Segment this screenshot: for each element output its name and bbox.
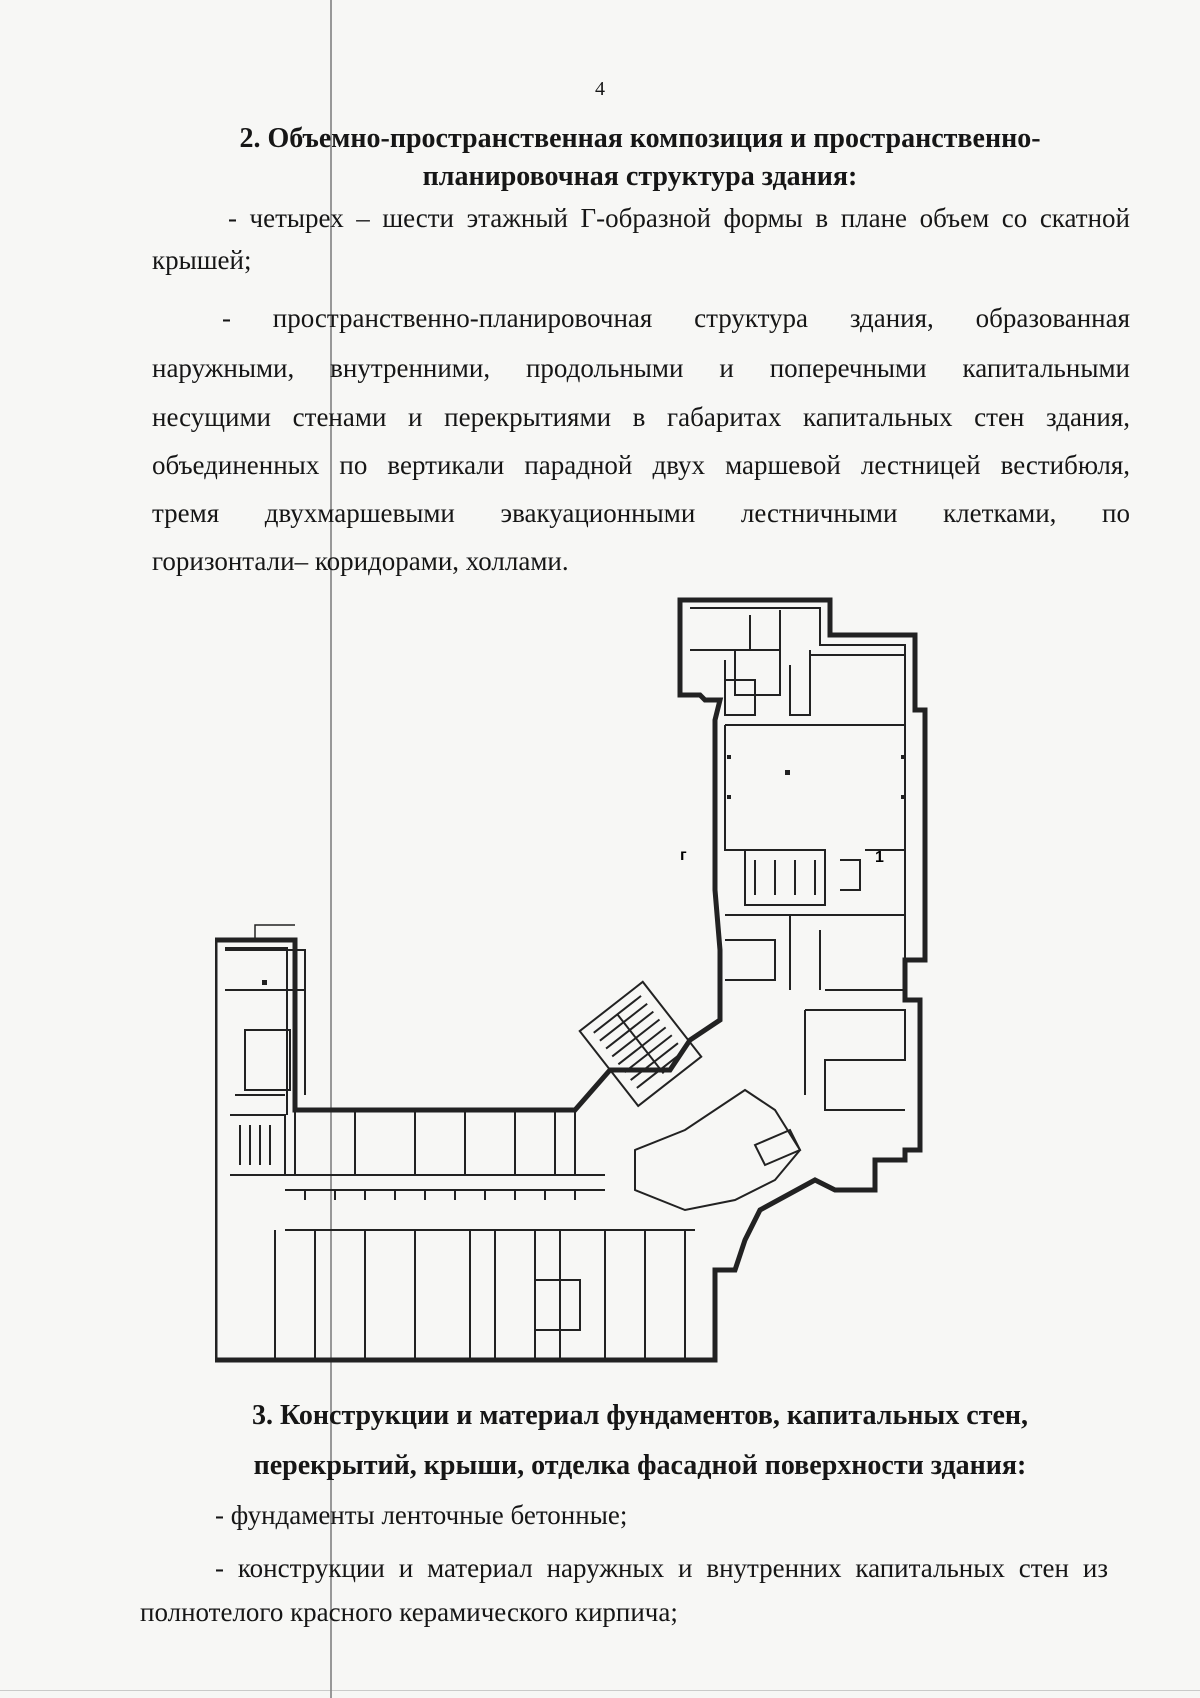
- section2-item2-line3: несущими стенами и перекрытиями в габари…: [152, 402, 1130, 432]
- scan-artifact-bottom-line: [0, 1690, 1200, 1691]
- section2-item1-line2: крышей;: [152, 245, 252, 275]
- section2-heading-line2: планировочная структура здания:: [422, 161, 858, 192]
- section2-item2-line1: - пространственно-планировочная структур…: [222, 303, 1130, 333]
- plan-mark-left: г: [680, 847, 687, 864]
- section2-item2-line6: горизонтали– коридорами, холлами.: [152, 546, 569, 576]
- plan-mark-right: 1: [875, 849, 884, 866]
- section2-heading-line1: 2. Объемно-пространственная композиция и…: [239, 123, 1041, 154]
- section3-item2-line2: полнотелого красного керамического кирпи…: [140, 1597, 678, 1627]
- section3-heading-line1: 3. Конструкции и материал фундаментов, к…: [251, 1400, 1029, 1431]
- section2-item1-line1: - четырех – шести этажный Г-образной фор…: [228, 203, 1130, 233]
- section2-item2-line5: тремя двухмаршевыми эвакуационными лестн…: [152, 498, 1130, 528]
- section3-heading-line2: перекрытий, крыши, отделка фасадной пове…: [253, 1450, 1027, 1481]
- section2-item2-line4: объединенных по вертикали парадной двух …: [152, 450, 1130, 480]
- section3-item1: - фундаменты ленточные бетонные;: [215, 1500, 628, 1530]
- floor-plan-drawing: г 1: [215, 597, 928, 1363]
- section2-item2-line2: наружными, внутренними, продольными и по…: [152, 353, 1130, 383]
- floor-plan-figure: г 1: [215, 590, 955, 1365]
- section3-item2-line1: - конструкции и материал наружных и внут…: [215, 1553, 1108, 1583]
- page-number: 4: [595, 78, 605, 100]
- scan-artifact-line: [330, 0, 332, 1698]
